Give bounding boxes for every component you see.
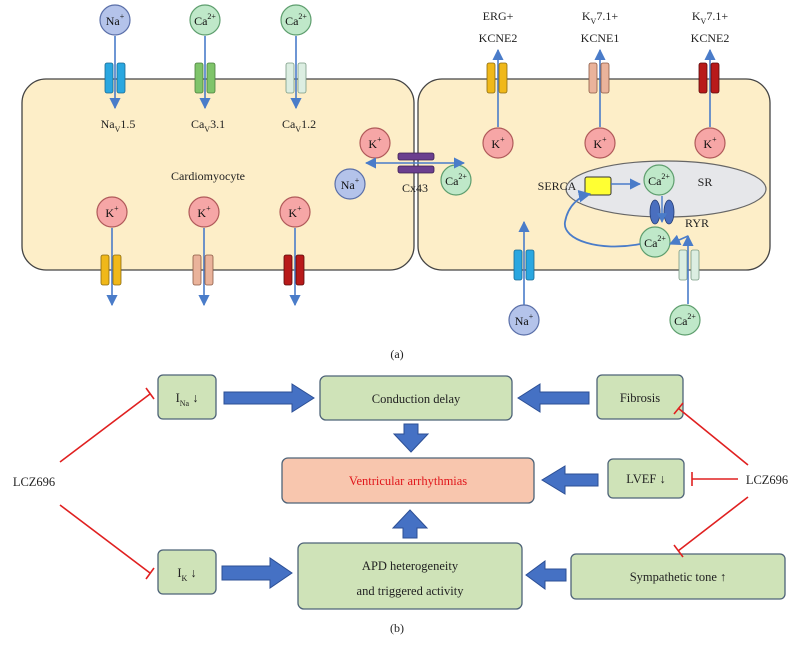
cx43-label: Cx43 [402,181,428,195]
nav15-label: NaV1.5 [101,117,136,134]
block-arrows [221,383,599,590]
k-ion-gap: K+ [359,127,391,159]
svg-text:and triggered activity: and triggered activity [357,584,465,598]
na-ion-top: Na+ [99,4,131,36]
ca-ion-right-bottom: Ca2+ [669,304,701,336]
ca-ion-sr-top: Ca2+ [643,164,675,196]
ventricular-arrhythmias-box: Ventricular arrhythmias [281,457,535,504]
lcz696-left-label: LCZ696 [13,475,55,489]
cav12-channel [285,62,307,94]
svg-text:K+: K+ [197,204,211,220]
inhibition-lines [59,387,749,580]
nav15-channel [104,62,126,94]
svg-text:Ca2+: Ca2+ [445,172,467,188]
svg-text:Ca2+: Ca2+ [648,172,670,188]
svg-text:APD heterogeneity: APD heterogeneity [362,559,459,573]
ca-recycle-arrow [564,190,641,248]
lvef-box: LVEF ↓ [607,458,685,499]
nav-channel-right-bottom [513,249,535,281]
svg-text:LVEF ↓: LVEF ↓ [626,472,665,486]
svg-text:K+: K+ [368,135,382,151]
svg-text:Fibrosis: Fibrosis [620,391,660,405]
ik-box: IK ↓ [157,549,217,595]
sr-label: SR [698,175,713,189]
panel-b-caption: (b) [390,621,404,635]
k-ion-left-bottom-3: K+ [279,196,311,228]
ca-ion-top-2: Ca2+ [280,4,312,36]
k-channel-left-salmon [192,254,214,286]
k-ion-right-2: K+ [584,127,616,159]
kv71-kcne2-channel [698,62,720,94]
cav31-label: CaV3.1 [191,117,225,134]
apd-heterogeneity-box: APD heterogeneity and triggered activity [297,542,523,610]
na-ion-gap: Na+ [334,168,366,200]
fibrosis-box: Fibrosis [596,374,684,420]
k-ion-left-bottom-1: K+ [96,196,128,228]
svg-text:Na+: Na+ [515,312,534,328]
k-channel-left-yellow [100,254,122,286]
ryr-label: RYR [685,216,709,230]
svg-text:Ventricular arrhythmias: Ventricular arrhythmias [349,474,467,488]
cav-channel-right-bottom [678,249,700,281]
svg-text:Conduction delay: Conduction delay [372,392,461,406]
kv71-kcne1-label-line1: KV7.1+ [582,9,618,26]
svg-text:Sympathetic tone ↑: Sympathetic tone ↑ [630,570,727,584]
sympathetic-tone-box: Sympathetic tone ↑ [570,553,786,600]
svg-text:Ca2+: Ca2+ [674,312,696,328]
ca-ion-sr-bottom: Ca2+ [639,226,671,258]
serca-label: SERCA [538,179,577,193]
svg-text:Ca2+: Ca2+ [285,12,307,28]
k-channel-left-red [283,254,305,286]
k-ion-right-3: K+ [694,127,726,159]
erg-kcne2-label-line2: KCNE2 [479,31,518,45]
panel-a-caption: (a) [390,347,403,361]
kv71-kcne1-label-line2: KCNE1 [581,31,620,45]
na-ion-right-bottom: Na+ [508,304,540,336]
conduction-delay-box: Conduction delay [319,375,513,421]
svg-text:K+: K+ [703,135,717,151]
ca-ion-gap: Ca2+ [440,164,472,196]
k-ion-left-bottom-2: K+ [188,196,220,228]
lcz696-right-label: LCZ696 [746,473,788,487]
svg-text:INa ↓: INa ↓ [176,391,199,408]
herg-channel [486,62,508,94]
ina-box: INa ↓ [157,374,217,420]
svg-text:Na+: Na+ [106,12,125,28]
kv71-kcne2-label-line1: KV7.1+ [692,9,728,26]
k-ion-right-1: K+ [482,127,514,159]
erg-kcne2-label-line1: ERG+ [483,9,514,23]
svg-text:K+: K+ [491,135,505,151]
svg-text:Ca2+: Ca2+ [644,234,666,250]
svg-text:Na+: Na+ [341,176,360,192]
cav31-channel [194,62,216,94]
cardiomyocyte-label: Cardiomyocyte [171,169,245,183]
kv71-kcne2-label-line2: KCNE2 [691,31,730,45]
svg-text:IK ↓: IK ↓ [177,566,196,583]
svg-text:K+: K+ [105,204,119,220]
ca-ion-top-1: Ca2+ [189,4,221,36]
svg-text:Ca2+: Ca2+ [194,12,216,28]
cav12-label: CaV1.2 [282,117,316,134]
serca-pump [584,176,612,196]
svg-text:K+: K+ [593,135,607,151]
svg-text:K+: K+ [288,204,302,220]
kv71-kcne1-channel [588,62,610,94]
